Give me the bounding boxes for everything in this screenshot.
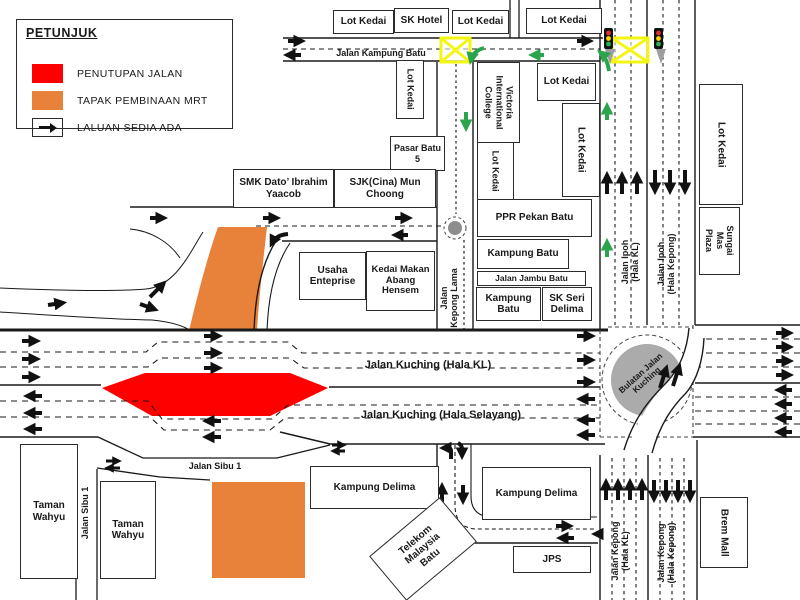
jalan-kepong-lama-label: Jalan Kepong Lama <box>439 268 459 328</box>
yellow-box-1 <box>439 36 472 64</box>
sk-hotel-box: SK Hotel <box>394 8 449 33</box>
kampung-batu-box: Kampung Batu <box>476 287 541 321</box>
jalan-sibu-1-label: Jalan Sibu 1 <box>80 486 91 540</box>
kampung-batu-box: Kampung Batu <box>477 239 569 269</box>
jps-box: JPS <box>513 546 591 573</box>
jalan-kuching-kl-label: Jalan Kuching (Hala KL) <box>364 358 492 371</box>
kampung-delima-box: Kampung Delima <box>482 467 591 520</box>
lot-kedai-box: Lot Kedai <box>396 60 424 119</box>
kedai-makan-box: Kedai Makan Abang Hensem <box>366 251 435 311</box>
jalan-jambu-batu-strip: Jalan Jambu Batu <box>477 271 586 286</box>
legend: PETUNJUK PENUTUPAN JALAN TAPAK PEMBINAAN… <box>16 19 233 137</box>
yellow-box-2 <box>610 36 650 64</box>
existing-route-arrows <box>22 34 795 545</box>
mrt-site-rect <box>212 482 305 578</box>
mrt-swatch <box>32 91 63 110</box>
legend-title: PETUNJUK <box>26 26 98 40</box>
arrow-icon <box>38 122 57 133</box>
smk-dato-box: SMK Dato’ Ibrahim Yaacob <box>233 169 334 208</box>
jalan-kepong-lama-lines <box>436 62 474 330</box>
road-closure-shape <box>102 373 328 416</box>
diversion-arrows-green <box>459 46 614 257</box>
sungai-mas-plaza-box: Sungai Mas Plaza <box>699 207 740 275</box>
brem-mall-box: Brem Mall <box>700 497 748 568</box>
jalan-kuching-right-lanes <box>693 324 800 438</box>
closure-swatch <box>32 64 63 83</box>
pasar-batu5-box: Pasar Batu 5 <box>390 136 445 171</box>
sjk-cina-box: SJK(Cina) Mun Choong <box>334 169 436 208</box>
lot-kedai-box: Lot Kedai <box>526 8 602 34</box>
mrt-site-shape <box>189 227 305 578</box>
two-way-arrows <box>104 440 347 473</box>
usaha-enteprise-box: Usaha Enteprise <box>299 252 366 300</box>
legend-item-label: PENUTUPAN JALAN <box>77 67 183 80</box>
yellow-box-junctions <box>439 36 650 64</box>
mini-roundabout <box>443 216 467 240</box>
ppr-pekan-batu-box: PPR Pekan Batu <box>477 199 592 237</box>
jalan-sibu-1-label: Jalan Sibu 1 <box>188 461 242 472</box>
victoria-college-box: Victoria International College <box>477 62 520 143</box>
kampung-delima-box: Kampung Delima <box>310 466 439 509</box>
lot-kedai-box: Lot Kedai <box>699 84 743 205</box>
legend-item-label: LALUAN SEDIA ADA <box>77 121 183 134</box>
lot-kedai-box: Lot Kedai <box>452 10 509 34</box>
traffic-light-2 <box>654 28 666 64</box>
taman-wahyu-box: Taman Wahyu <box>20 444 78 579</box>
lot-kedai-box: Lot Kedai <box>562 103 600 197</box>
jalan-kuching-lanes <box>0 328 608 445</box>
lot-kedai-box: Lot Kedai <box>477 142 514 200</box>
taman-wahyu-box: Taman Wahyu <box>100 481 156 579</box>
jalan-kepong-kepong-label: Jalan Kepong (Hala Kepong) <box>656 522 676 584</box>
jalan-kampung-batu-label: Jalan Kampung Batu <box>336 48 426 59</box>
roundabout <box>599 325 707 456</box>
lot-kedai-box: Lot Kedai <box>537 63 596 101</box>
jalan-kepong-kl-label: Jalan Kepong (Hala KL) <box>610 521 630 581</box>
jalan-ipoh-kepong-label: Jalan Ipoh (Hala Kepong) <box>656 233 676 295</box>
jalan-kuching-selayang-label: Jalan Kuching (Hala Selayang) <box>360 408 522 421</box>
existing-route-swatch <box>32 118 63 137</box>
lot-kedai-box: Lot Kedai <box>333 10 394 34</box>
legend-item-label: TAPAK PEMBINAAN MRT <box>77 94 208 107</box>
sk-seri-delima-box: SK Seri Delima <box>542 287 592 321</box>
jalan-ipoh-kl-label: Jalan Ipoh (Hala KL) <box>620 239 640 285</box>
